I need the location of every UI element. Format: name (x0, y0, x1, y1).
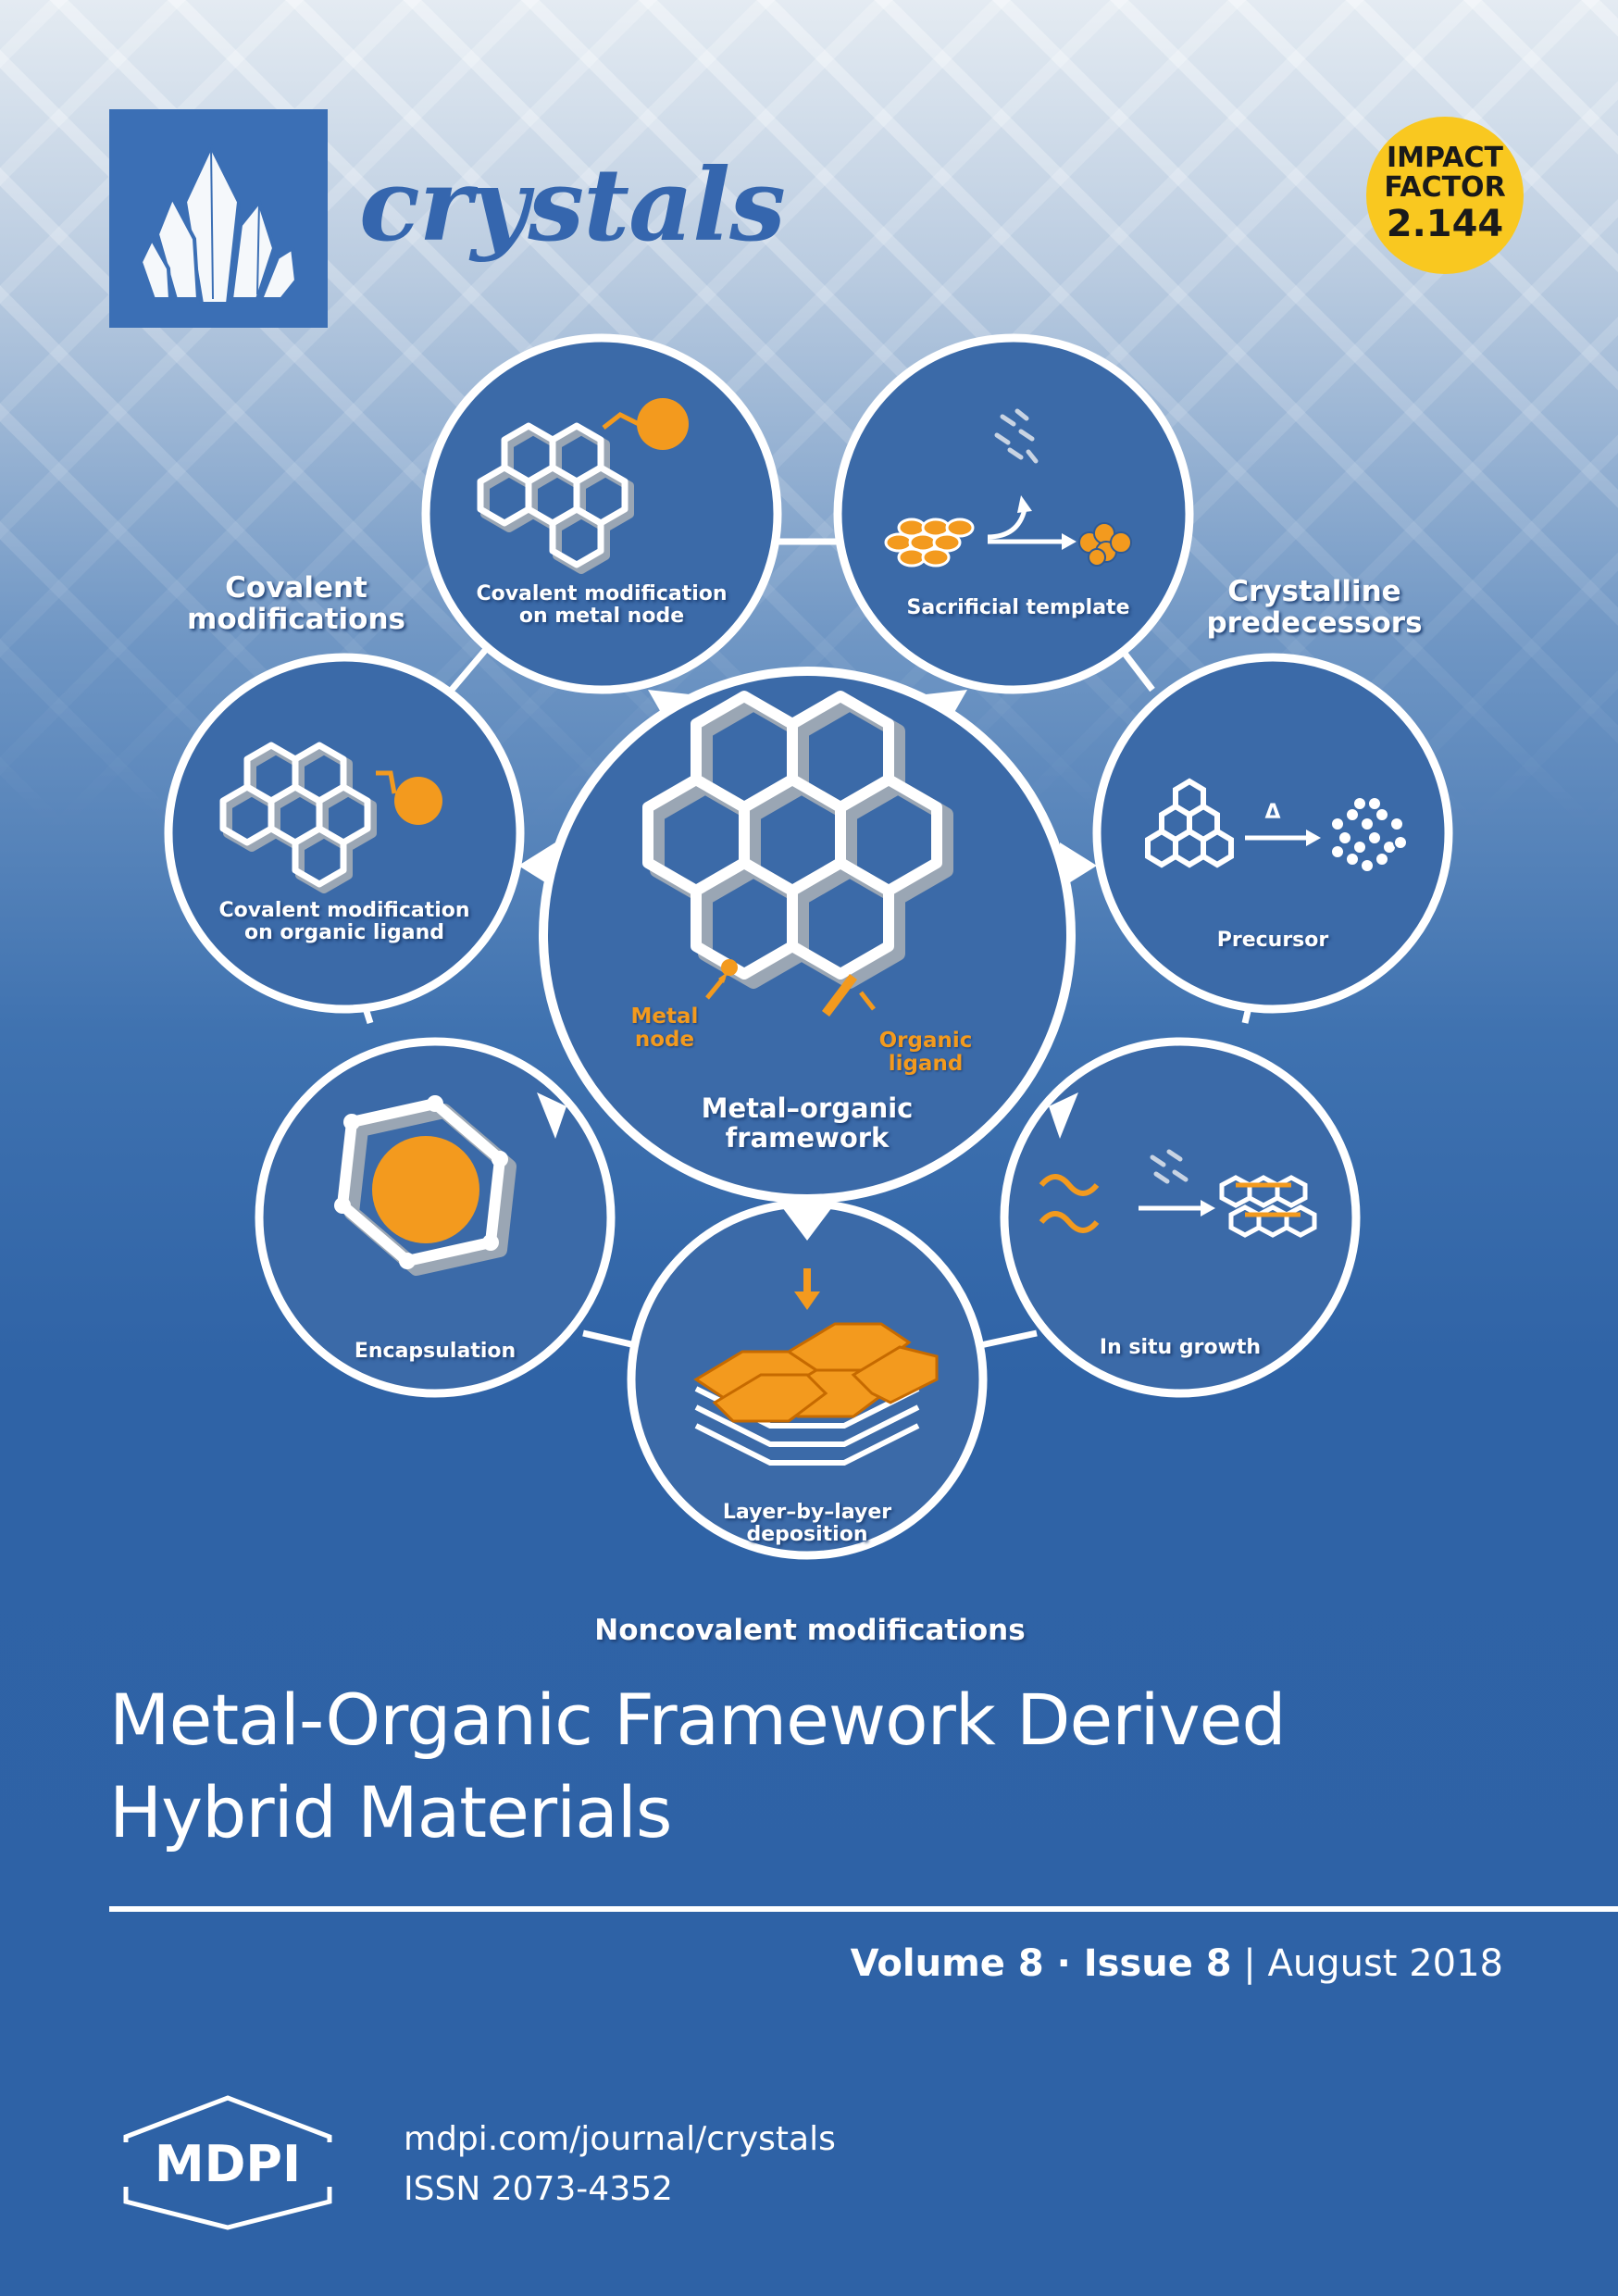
label-organic-ligand-line1: Covalent modification (218, 899, 470, 922)
metal-node-icon (477, 398, 689, 574)
journal-title: crystals (359, 147, 786, 264)
label-metal-node-line2: on metal node (518, 605, 685, 629)
issue-separator: · (1043, 1942, 1084, 1985)
label-metal-node: Metal node (618, 1004, 711, 1053)
label-layer-deposition: Layer–by–layer deposition (687, 1501, 927, 1547)
mdpi-logo-icon: MDPI (107, 2095, 348, 2230)
label-group-crystalline-line1: Crystalline (1227, 575, 1401, 608)
layer-deposition-icon (693, 1268, 939, 1466)
label-layer-line1: Layer–by–layer (722, 1501, 892, 1524)
issn: ISSN 2073-4352 (404, 2170, 673, 2208)
label-group-noncovalent: Noncovalent modifications (594, 1614, 1026, 1647)
label-group-covalent-line1: Covalent (225, 571, 367, 605)
organic-ligand-icon (219, 742, 442, 893)
cover-title: Metal-Organic Framework Derived Hybrid M… (109, 1674, 1287, 1859)
circle-sacrificial-template (833, 333, 1194, 694)
issue-info: Volume 8 · Issue 8 | August 2018 (851, 1942, 1503, 1985)
label-metal-node-word2: node (634, 1028, 695, 1053)
label-group-crystalline-line2: predecessors (1206, 606, 1423, 641)
impact-factor-badge: IMPACT FACTOR 2.144 (1366, 117, 1524, 274)
label-organic-ligand: Organic ligand (870, 1029, 981, 1077)
label-organic-ligand-word2: ligand (888, 1052, 964, 1077)
label-group-covalent-line2: modifications (187, 603, 405, 637)
volume-label: Volume 8 (850, 1942, 1044, 1985)
label-precursor: Precursor (1216, 929, 1329, 952)
precursor-icon (1145, 778, 1408, 873)
sacrificial-template-icon (884, 408, 1132, 568)
label-layer-line2: deposition (746, 1523, 868, 1547)
issue-date: August 2018 (1267, 1942, 1504, 1985)
crystals-logo-icon (109, 109, 328, 328)
label-metal-node-word1: Metal (630, 1004, 699, 1029)
label-organic-ligand-line2: on organic ligand (244, 921, 444, 945)
center-framework-icon (642, 691, 953, 1017)
title-divider (109, 1906, 1618, 1912)
circle-metal-node (421, 333, 782, 694)
journal-url[interactable]: mdpi.com/journal/crystals (404, 2120, 836, 2158)
label-group-covalent: Covalent modifications (185, 572, 407, 635)
label-center-title: Metal–organic framework (650, 1092, 965, 1154)
issue-bar: | (1231, 1942, 1268, 1985)
label-metal-node-circle: Covalent modification on metal node (463, 582, 741, 629)
impact-value: 2.144 (1386, 203, 1504, 245)
label-organic-ligand-word1: Organic (878, 1029, 973, 1053)
circle-precursor (1092, 653, 1453, 1014)
label-center-line1: Metal–organic (701, 1092, 914, 1124)
label-encapsulation: Encapsulation (354, 1340, 517, 1363)
label-organic-ligand-circle: Covalent modification on organic ligand (205, 899, 483, 945)
label-sacrificial-template: Sacrificial template (906, 596, 1130, 619)
label-in-situ-growth: In situ growth (1099, 1336, 1262, 1359)
label-metal-node-line1: Covalent modification (476, 582, 728, 605)
mdpi-logo-text: MDPI (155, 2135, 301, 2193)
factor-label: FACTOR (1384, 171, 1506, 204)
label-center-line2: framework (725, 1121, 890, 1154)
circle-in-situ-growth (1000, 1037, 1361, 1398)
issue-label: Issue 8 (1083, 1942, 1232, 1985)
impact-label: IMPACT (1387, 142, 1503, 174)
mof-diagram (164, 333, 1453, 1555)
label-delta: Δ (1264, 801, 1281, 824)
cover-title-line2: Hybrid Materials (109, 1771, 672, 1853)
in-situ-growth-icon (1039, 1149, 1317, 1238)
circle-organic-ligand (164, 653, 525, 1014)
label-group-crystalline: Crystalline predecessors (1194, 576, 1435, 639)
encapsulation-icon (334, 1095, 517, 1276)
cover-title-line1: Metal-Organic Framework Derived (109, 1678, 1287, 1761)
